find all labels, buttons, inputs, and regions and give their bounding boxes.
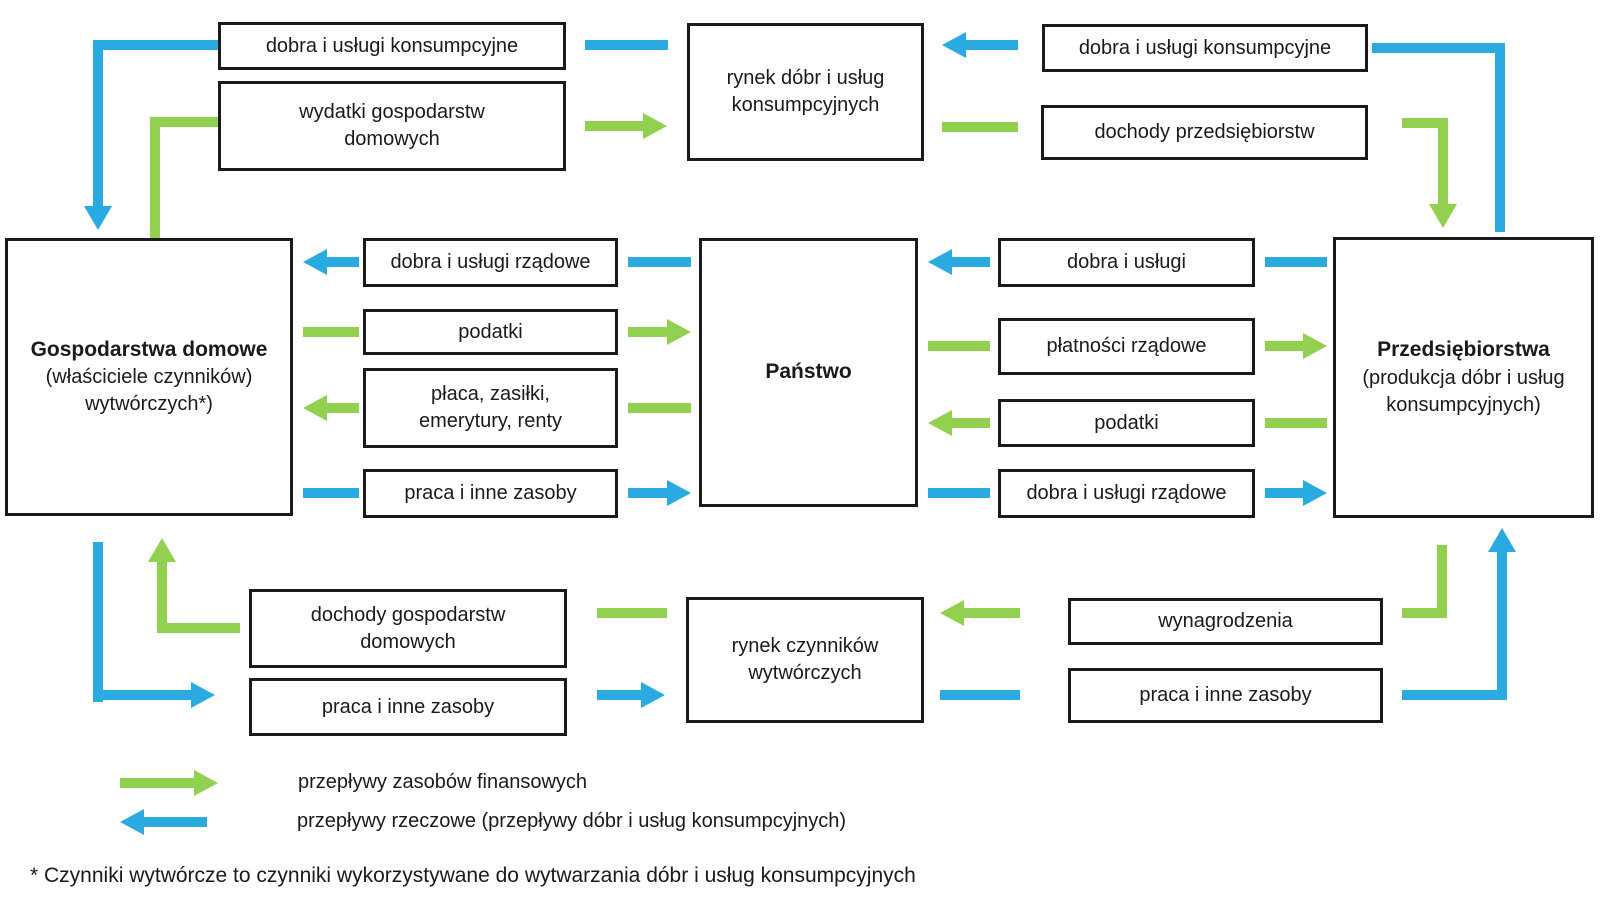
arrow-left-icon — [942, 32, 966, 58]
flow-box-consumer-goods-left: dobra i usługi konsumpcyjne — [218, 22, 566, 70]
consumer-goods-market-label: rynek dóbr i usług konsumpcyjnych — [726, 67, 885, 116]
households-subtitle: (właściciele czynników) wytwórczych*) — [45, 366, 253, 416]
flow-label: dobra i usługi konsumpcyjne — [265, 34, 519, 57]
arrow-right-icon — [1303, 333, 1327, 359]
arrow-left-icon — [303, 249, 327, 275]
production-factors-market-label: rynek czynników wytwórczych — [731, 635, 879, 684]
flow-label: płatności rządowe — [1046, 335, 1207, 357]
flow-box-labor-bottom-right: praca i inne zasoby — [1068, 668, 1383, 723]
arrow-left-icon — [940, 600, 964, 626]
flow-label: praca i inne zasoby — [321, 695, 495, 718]
arrow-right-icon — [667, 319, 691, 345]
green-link-enterprises-taxes — [1265, 418, 1327, 428]
blue-link-factor-market-labor — [940, 690, 1020, 700]
green-link-state-payments — [928, 341, 990, 351]
blue-link-state-govgoods — [628, 257, 691, 267]
flow-label: wydatki gospodarstw domowych — [299, 101, 485, 150]
green-link-market-income — [942, 122, 1018, 132]
flow-box-taxes-right: podatki — [998, 399, 1255, 447]
green-link-state-transfers — [628, 403, 691, 413]
flow-box-gov-goods-right: dobra i usługi rządowe — [998, 469, 1255, 518]
flow-label: dobra i usługi konsumpcyjne — [1078, 36, 1332, 59]
arrow-right-icon — [191, 682, 215, 708]
blue-link-enterprises-goods — [1265, 257, 1327, 267]
households-title: Gospodarstwa domowe — [30, 337, 268, 361]
blue-link-households-labor — [303, 488, 359, 498]
flow-box-goods-services: dobra i usługi — [998, 238, 1255, 287]
arrow-up-icon — [1488, 528, 1516, 552]
blue-link-state-govgoods-right — [928, 488, 990, 498]
enterprises-box: Przedsiębiorstwa (produkcja dóbr i usług… — [1333, 237, 1594, 518]
flow-box-taxes-left: podatki — [363, 309, 618, 355]
flow-label: płaca, zasiłki, emerytury, renty — [419, 383, 562, 432]
flow-box-labor-bottom-left: praca i inne zasoby — [249, 678, 567, 736]
flow-box-gov-goods-left: dobra i usługi rządowe — [363, 238, 618, 287]
production-factors-market-box: rynek czynników wytwórczych — [686, 597, 924, 723]
arrow-right-icon — [641, 682, 665, 708]
green-link-market-income-bottom — [597, 608, 667, 618]
green-link-households-taxes — [303, 327, 359, 337]
flow-label: podatki — [458, 320, 523, 343]
flow-label: dochody gospodarstw domowych — [310, 603, 506, 653]
flow-label: dobra i usługi — [1067, 251, 1186, 273]
households-box: Gospodarstwa domowe (właściciele czynnik… — [5, 238, 293, 516]
legend-real-label: przepływy rzeczowe (przepływy dóbr i usł… — [297, 810, 847, 832]
state-box: Państwo — [699, 238, 918, 507]
arrow-up-icon — [148, 538, 176, 562]
flow-label: podatki — [1094, 411, 1159, 434]
flow-box-wages: wynagrodzenia — [1068, 598, 1383, 645]
flow-label: dobra i usługi rządowe — [390, 251, 591, 273]
legend-financial-label: przepływy zasobów finansowych — [298, 771, 588, 793]
arrow-right-icon — [643, 113, 667, 139]
state-title: Państwo — [765, 360, 852, 384]
flow-box-gov-payments: płatności rządowe — [998, 318, 1255, 375]
flow-label: dobra i usługi rządowe — [1026, 482, 1227, 504]
blue-link-goods-market — [585, 40, 668, 50]
arrow-down-icon — [1429, 204, 1457, 228]
flow-box-household-income: dochody gospodarstw domowych — [249, 589, 567, 668]
flow-box-labor-left: praca i inne zasoby — [363, 469, 618, 518]
arrow-left-icon — [303, 395, 327, 421]
arrow-right-icon — [1303, 480, 1327, 506]
flow-label: praca i inne zasoby — [1139, 684, 1312, 706]
consumer-goods-market-box: rynek dóbr i usług konsumpcyjnych — [687, 23, 924, 161]
enterprises-subtitle: (produkcja dóbr i usług konsumpcyjnych) — [1362, 366, 1565, 416]
arrow-left-icon — [120, 809, 144, 835]
flow-box-consumer-goods-right: dobra i usługi konsumpcyjne — [1042, 24, 1368, 72]
flow-box-transfers: płaca, zasiłki, emerytury, renty — [363, 368, 618, 448]
footnote: * Czynniki wytwórcze to czynniki wykorzy… — [30, 864, 916, 887]
flow-label: dochody przedsiębiorstw — [1094, 121, 1315, 143]
arrow-down-icon — [84, 206, 112, 230]
flow-label: wynagrodzenia — [1158, 610, 1293, 632]
arrow-right-icon — [667, 480, 691, 506]
flow-box-household-spending: wydatki gospodarstw domowych — [218, 81, 566, 171]
enterprises-title: Przedsiębiorstwa — [1377, 338, 1550, 362]
flow-box-enterprise-income: dochody przedsiębiorstw — [1041, 105, 1368, 160]
arrow-left-icon — [928, 410, 952, 436]
arrow-right-icon — [194, 770, 218, 796]
arrow-left-icon — [928, 249, 952, 275]
flow-label: praca i inne zasoby — [404, 482, 577, 504]
